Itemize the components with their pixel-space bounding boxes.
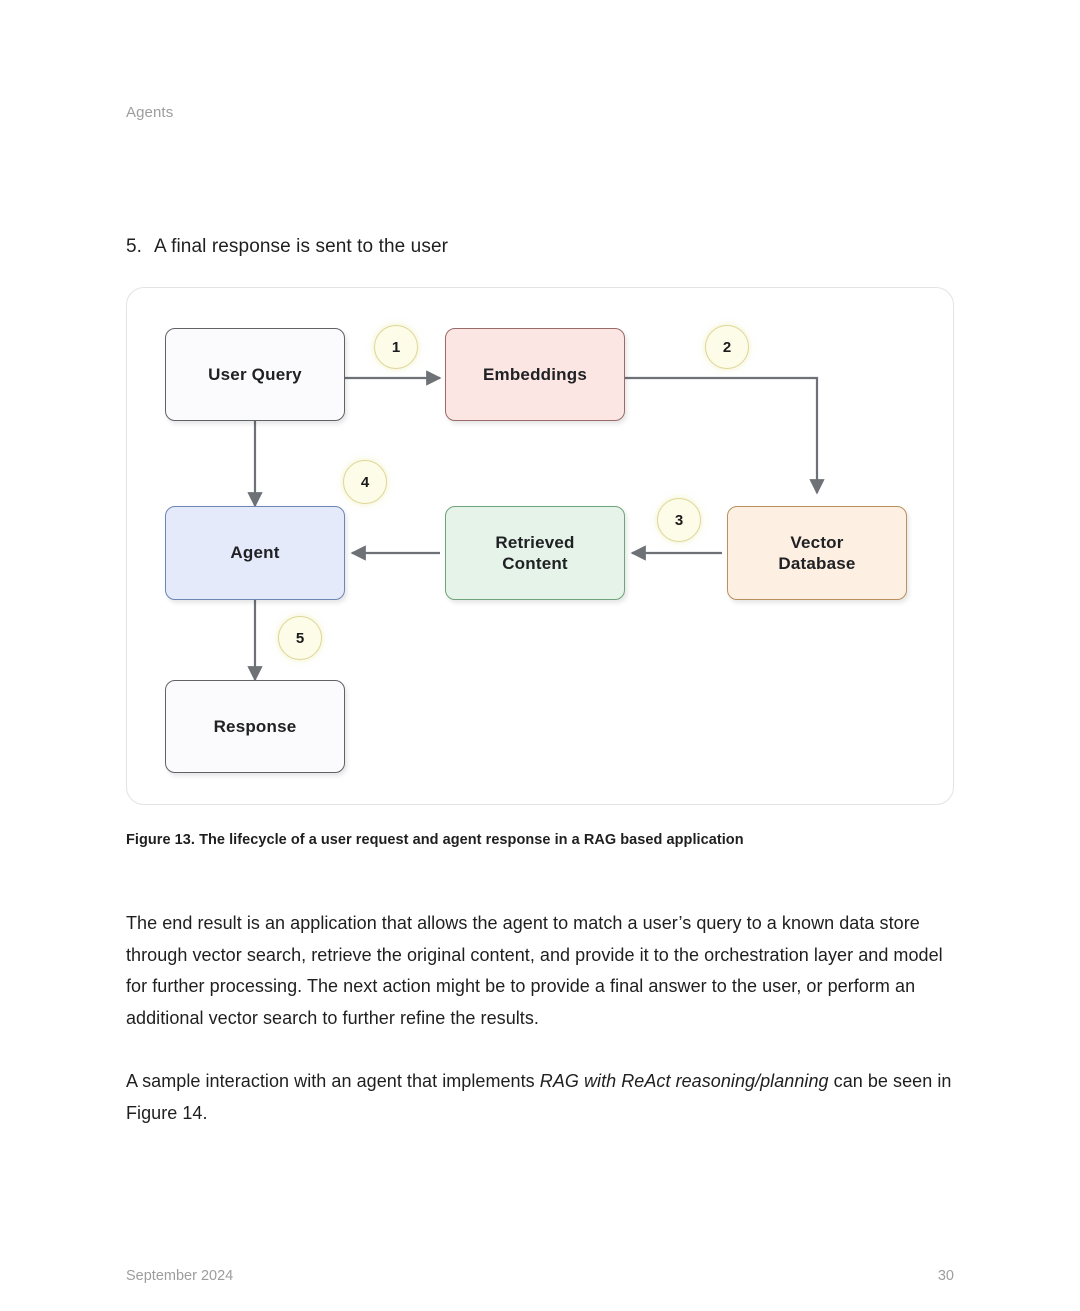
numbered-list-item: 5. A final response is sent to the user (126, 236, 448, 258)
body-paragraph-2: A sample interaction with an agent that … (126, 1066, 954, 1129)
node-retrieved-content-label: Retrieved Content (495, 532, 574, 575)
step-badge-3: 3 (657, 498, 701, 542)
list-item-text: A final response is sent to the user (154, 236, 449, 257)
retrieved-content-line2: Content (502, 554, 568, 573)
body-paragraph-1: The end result is an application that al… (126, 913, 943, 1028)
edge-embeddings-to-vector-database (625, 376, 825, 495)
step-badge-5-label: 5 (295, 629, 305, 647)
step-badge-2-label: 2 (722, 338, 732, 356)
step-badge-4-label: 4 (360, 473, 370, 491)
figure-caption: Figure 13. The lifecycle of a user reque… (126, 832, 744, 848)
figure-13-card: User Query Embeddings Agent Retrieved Co… (126, 287, 954, 805)
list-item-number: 5. (126, 236, 143, 257)
running-header: Agents (126, 104, 174, 121)
node-vector-database[interactable]: Vector Database (727, 506, 907, 600)
footer-page-number: 30 (937, 1268, 954, 1284)
paragraph-2-after: can be seen in Figure 14. (126, 1071, 952, 1123)
footer-date: September 2024 (126, 1268, 234, 1284)
node-user-query[interactable]: User Query (165, 328, 345, 421)
paragraph-2-emphasis: RAG with ReAct reasoning/planning (539, 1071, 829, 1091)
step-badge-2: 2 (705, 325, 749, 369)
node-response-label: Response (213, 716, 297, 736)
diagram-connectors (247, 370, 825, 682)
node-user-query-label: User Query (208, 364, 302, 384)
paragraph-2-before: A sample interaction with an agent that … (126, 1071, 540, 1091)
node-embeddings-label: Embeddings (482, 364, 587, 384)
node-response[interactable]: Response (165, 680, 345, 773)
node-agent-label: Agent (230, 543, 280, 563)
node-retrieved-content[interactable]: Retrieved Content (445, 506, 625, 600)
node-embeddings[interactable]: Embeddings (445, 328, 625, 421)
step-badge-1-label: 1 (391, 338, 401, 356)
retrieved-content-line1: Retrieved (495, 532, 575, 552)
vector-database-line2: Database (778, 554, 856, 573)
step-badge-5: 5 (278, 616, 322, 660)
step-badge-4: 4 (343, 460, 387, 504)
step-badge-3-label: 3 (674, 511, 684, 529)
node-vector-database-label: Vector Database (778, 532, 855, 575)
step-badge-1: 1 (374, 325, 418, 369)
vector-database-line1: Vector (790, 532, 844, 552)
node-agent[interactable]: Agent (165, 506, 345, 600)
rag-lifecycle-diagram: User Query Embeddings Agent Retrieved Co… (127, 288, 953, 804)
